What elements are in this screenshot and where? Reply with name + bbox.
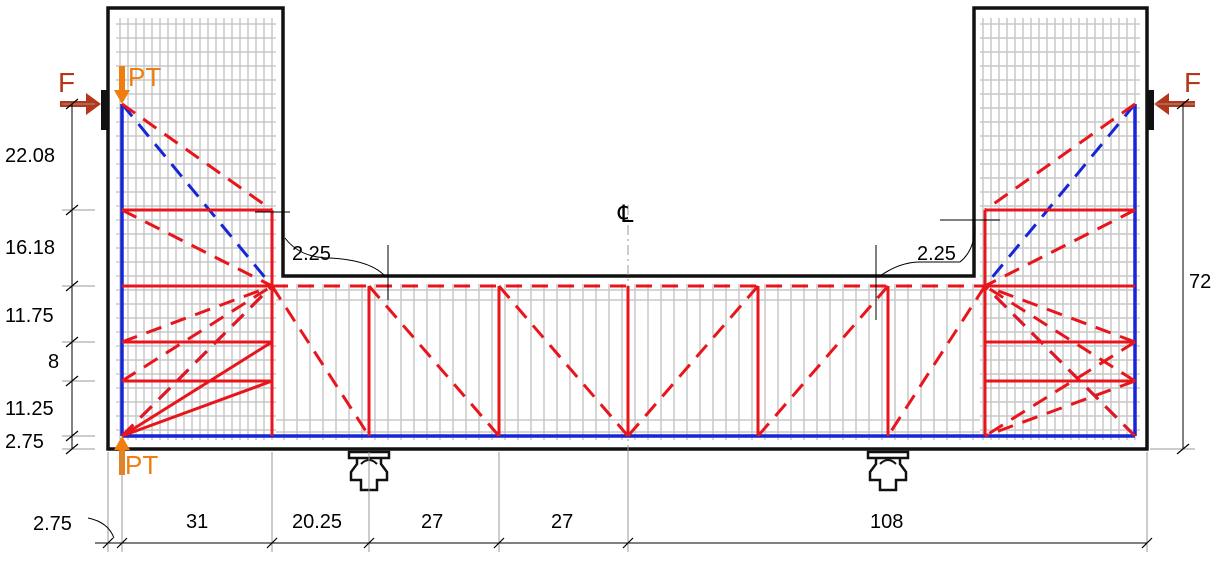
force-left: F — [58, 67, 101, 115]
dim-leader — [87, 517, 115, 539]
dim-bottom-4: 27 — [421, 511, 443, 533]
dim-tick — [1176, 98, 1190, 110]
dim-bottom-6: 108 — [870, 511, 903, 533]
dim-tick — [622, 537, 634, 549]
dim-tick — [65, 98, 79, 110]
strut-dashed — [121, 102, 273, 212]
strut-dashed — [983, 284, 1137, 438]
dim-bottom-2: 31 — [186, 511, 208, 533]
dim-leader — [284, 237, 386, 277]
strut-dashed — [497, 285, 630, 437]
support-bearing-icon — [866, 450, 910, 492]
dim-tick — [363, 537, 375, 549]
strut-dashed — [984, 102, 1136, 212]
strut-dashed — [756, 285, 890, 437]
dim-left-2: 16.18 — [5, 237, 55, 259]
strut-dashed — [984, 284, 1136, 344]
left-dimensions: 22.08 16.18 11.75 8 11.25 2.75 — [5, 145, 59, 453]
strut-dashed — [121, 284, 273, 383]
dim-tick — [266, 537, 278, 549]
strut-dashed — [886, 285, 987, 437]
tie-right-diag-upper — [983, 103, 1137, 287]
force-left-label: F — [58, 67, 75, 98]
strut-dashed — [984, 284, 1136, 383]
dim-tick — [65, 375, 79, 387]
dim-tick — [65, 443, 79, 455]
strut-solid — [121, 379, 273, 438]
dim-tick — [65, 336, 79, 348]
post-tension-top: PT — [114, 62, 161, 104]
force-right-label: F — [1184, 67, 1201, 98]
arrow-down-icon — [114, 66, 130, 104]
strut-dashed — [121, 284, 273, 344]
strut-dashed — [367, 285, 501, 437]
dim-bottom-1: 2.75 — [33, 513, 72, 535]
strut-solid — [121, 340, 273, 438]
tie-left-diag-upper — [120, 103, 274, 287]
dim-bottom-3: 20.25 — [292, 511, 342, 533]
dim-bottom-5: 27 — [551, 511, 573, 533]
strut-dashed — [984, 379, 1136, 438]
strut-dashed — [984, 208, 1136, 288]
strut-dashed — [270, 285, 371, 437]
pt-bottom-label: PT — [125, 450, 158, 480]
dim-tick — [493, 537, 505, 549]
dim-tick — [116, 537, 128, 549]
dim-leader — [879, 224, 976, 277]
dim-tick — [102, 537, 114, 549]
strut-dashed — [120, 284, 274, 438]
dim-left-3: 11.75 — [5, 305, 54, 327]
centerline-label: ℄ — [617, 201, 634, 228]
dim-right: 72 — [1189, 271, 1211, 293]
dim-left-4: 8 — [48, 351, 59, 373]
dim-offset-right: 2.25 — [917, 243, 956, 265]
strut-dashed — [626, 285, 760, 437]
left-bearing-plate — [101, 90, 108, 130]
dim-left-1: 22.08 — [5, 145, 55, 167]
right-bearing-plate — [1147, 90, 1154, 130]
strut-and-tie-model — [120, 102, 1137, 438]
strut-dashed — [121, 208, 273, 288]
dim-tick — [1176, 443, 1190, 455]
dimension-lines — [62, 98, 1195, 552]
dim-offset-left: 2.25 — [292, 243, 331, 265]
dim-left-5: 11.25 — [5, 398, 54, 420]
bottom-dimensions: 2.75 31 20.25 27 27 108 — [33, 511, 903, 535]
dim-left-6: 2.75 — [5, 431, 44, 453]
dim-tick — [1141, 537, 1153, 549]
beam-outline — [106, 6, 1149, 451]
strut-dashed — [984, 340, 1136, 438]
pt-top-label: PT — [128, 62, 161, 92]
post-tension-bottom: PT — [114, 436, 158, 480]
dim-tick — [65, 280, 79, 292]
dim-tick — [65, 430, 79, 442]
dim-tick — [65, 204, 79, 216]
